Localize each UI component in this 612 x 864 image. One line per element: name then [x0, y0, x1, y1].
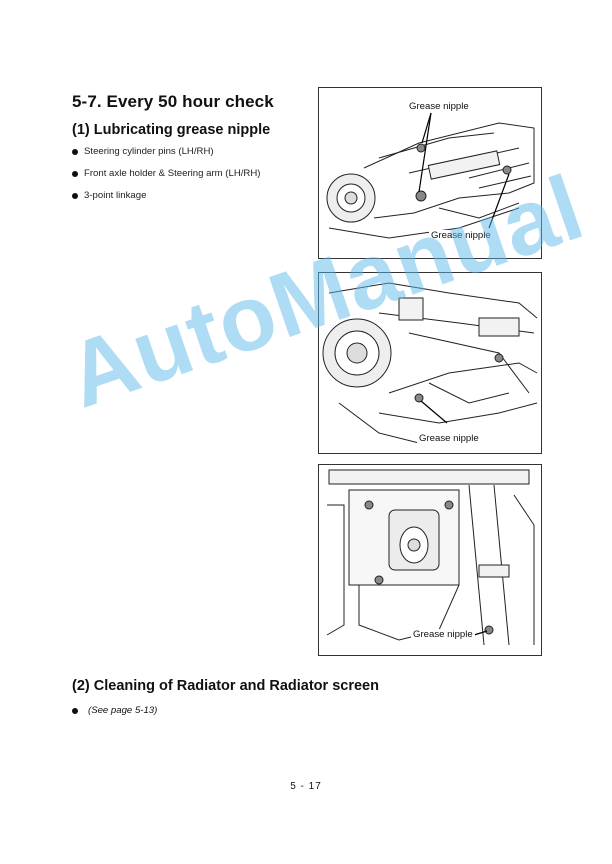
list-item-text: 3-point linkage — [84, 190, 147, 201]
callout-label: Grease nipple — [411, 629, 475, 640]
steering-cylinder-drawing — [326, 112, 535, 239]
bullet-icon — [72, 193, 78, 199]
front-axle-drawing — [322, 282, 538, 444]
callout-label: Grease nipple — [417, 433, 481, 444]
figure-steering-cylinder: Grease nipple Grease nipple — [318, 87, 542, 259]
list-item: 3-point linkage — [72, 190, 260, 212]
list-item-text: Steering cylinder pins (LH/RH) — [84, 146, 214, 157]
see-page-note: (See page 5-13) — [72, 705, 157, 716]
bullet-icon — [72, 171, 78, 177]
figure-three-point-linkage: Grease nipple — [318, 464, 542, 656]
page-number: 5 - 17 — [290, 781, 322, 792]
lubrication-points-list: Steering cylinder pins (LH/RH) Front axl… — [72, 146, 260, 212]
callout-label: Grease nipple — [407, 101, 471, 112]
page-title: 5-7. Every 50 hour check — [72, 92, 274, 111]
list-item: Front axle holder & Steering arm (LH/RH) — [72, 168, 260, 190]
section-title-lubricating: (1) Lubricating grease nipple — [72, 122, 271, 138]
figure-front-axle-holder: Grease nipple — [318, 272, 542, 454]
bullet-icon — [72, 149, 78, 155]
callout-label: Grease nipple — [429, 230, 493, 241]
note-text: (See page 5-13) — [88, 705, 158, 716]
section-title-radiator: (2) Cleaning of Radiator and Radiator sc… — [72, 678, 379, 694]
list-item-text: Front axle holder & Steering arm (LH/RH) — [84, 168, 261, 179]
bullet-icon — [72, 708, 78, 714]
list-item: Steering cylinder pins (LH/RH) — [72, 146, 260, 168]
three-point-linkage-drawing — [326, 469, 535, 646]
